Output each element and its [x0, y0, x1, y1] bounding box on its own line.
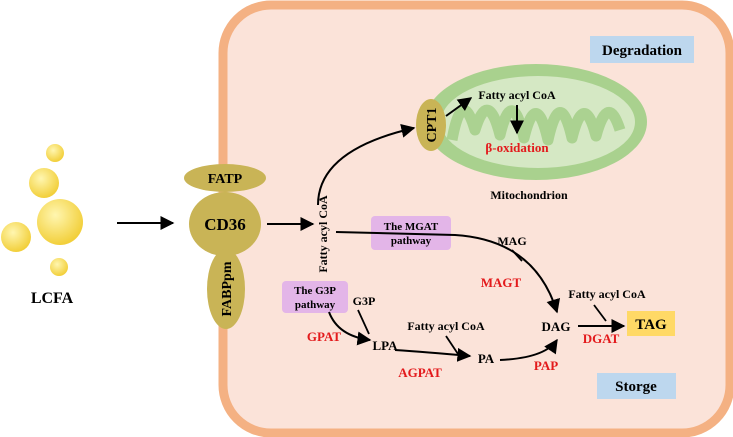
- storage-badge: [597, 373, 676, 399]
- g3p-pathway-line1: The G3P: [294, 285, 336, 297]
- degradation-badge: [590, 36, 694, 63]
- degradation-label: Degradation: [602, 43, 683, 59]
- beta-oxidation-label: β-oxidation: [485, 140, 549, 155]
- cd36-label: CD36: [204, 215, 246, 234]
- fatp-transporter: [184, 164, 266, 192]
- lcfa-label: LCFA: [31, 290, 74, 307]
- g3p-to-lpa: [357, 309, 370, 335]
- mitochondrion: [425, 64, 647, 180]
- lpa-pa-arrow: [394, 347, 472, 362]
- magt-label: MAGT: [481, 275, 522, 290]
- mito-fatty-acyl-coa: Fatty acyl CoA: [478, 88, 556, 102]
- cpt1-transporter: [416, 99, 446, 151]
- g3p-pathway-line2: pathway: [295, 299, 336, 311]
- mgat-pathway-line1: The MGAT: [384, 221, 439, 233]
- fatty-acyl-coa-vertical: Fatty acyl CoA: [316, 195, 330, 273]
- cpt1-to-coa-arrow: [445, 97, 473, 117]
- mgat-pathway-line2: pathway: [391, 235, 432, 247]
- storage-label: Storge: [615, 379, 657, 395]
- g3p-lpa-arrow: [328, 311, 372, 346]
- pap-label: PAP: [534, 358, 558, 373]
- lcfa-droplets: [1, 144, 83, 276]
- cell: [218, 0, 733, 437]
- cd36-transporter: [189, 192, 261, 256]
- fatty-acyl-coa-mid: Fatty acyl CoA: [407, 319, 485, 333]
- mitochondrion-label: Mitochondrion: [490, 188, 568, 202]
- coa-to-dgat: [593, 304, 607, 322]
- mag-to-path: [511, 249, 523, 262]
- gpat-label: GPAT: [307, 329, 342, 344]
- tag-label: TAG: [635, 317, 667, 333]
- g3p-label: G3P: [353, 294, 376, 308]
- dgat-label: DGAT: [583, 331, 620, 346]
- g3p-pathway-box: [282, 281, 348, 313]
- fabppm-label: FABPpm: [220, 261, 235, 316]
- fatty-acyl-coa-right: Fatty acyl CoA: [568, 287, 646, 301]
- coa-to-pa: [445, 335, 459, 355]
- mag-label: MAG: [497, 234, 526, 248]
- fatp-label: FATP: [208, 172, 243, 187]
- tag-box: [627, 311, 675, 336]
- fabppm-transporter: [207, 249, 245, 329]
- lpa-label: LPA: [372, 338, 398, 353]
- agpat-label: AGPAT: [398, 365, 442, 380]
- pa-dag-arrow: [499, 338, 558, 361]
- to-cpt1-arrow: [317, 123, 416, 206]
- pa-label: PA: [478, 351, 495, 366]
- cpt1-label: CPT1: [425, 108, 440, 143]
- dag-label: DAG: [542, 319, 571, 334]
